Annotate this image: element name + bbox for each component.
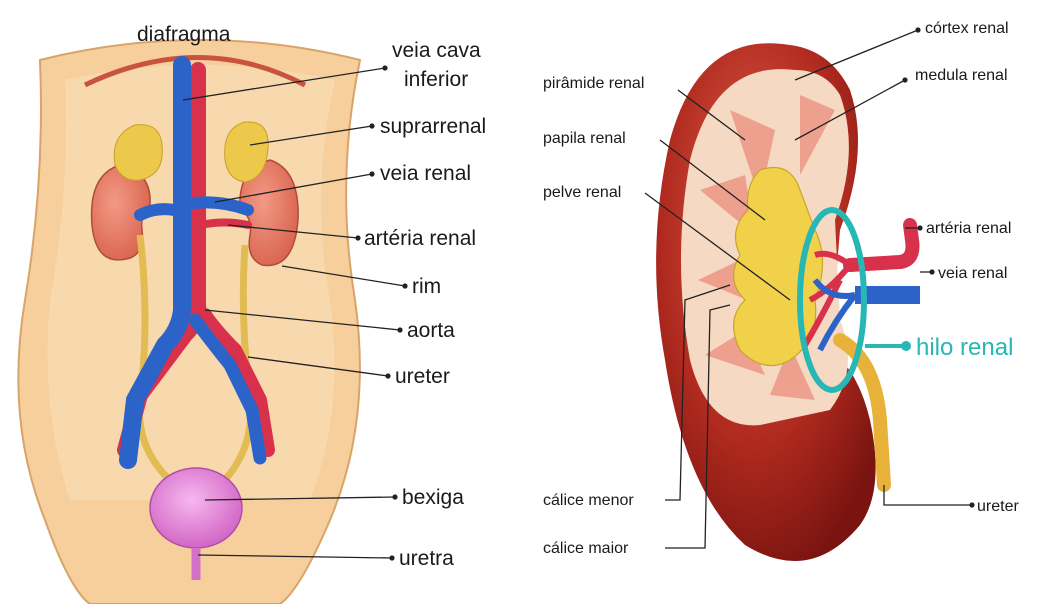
left-renal-vein	[140, 209, 182, 215]
body-illustration	[18, 40, 360, 604]
label-pelve-renal: pelve renal	[543, 184, 621, 201]
label-arteria-renal-right: artéria renal	[926, 220, 1011, 237]
label-calice-menor: cálice menor	[543, 492, 634, 509]
label-uretra: uretra	[399, 547, 454, 570]
label-calice-maior: cálice maior	[543, 540, 629, 557]
hilo-dot	[901, 341, 911, 351]
label-piramide-renal: pirâmide renal	[543, 75, 644, 92]
label-aorta: aorta	[407, 319, 455, 342]
label-diafragma: diafragma	[137, 23, 231, 46]
label-veia-cava-line1: veia cava	[392, 39, 481, 62]
kidney-cross-section	[656, 43, 920, 561]
label-ureter-right: ureter	[977, 498, 1019, 515]
label-hilo-renal: hilo renal	[916, 334, 1013, 361]
label-rim: rim	[412, 275, 441, 298]
right-renal-artery	[200, 223, 248, 226]
label-bexiga: bexiga	[402, 486, 464, 509]
label-veia-renal: veia renal	[380, 162, 471, 185]
label-suprarrenal: suprarrenal	[380, 115, 486, 138]
label-veia-cava-line2: inferior	[404, 68, 468, 91]
label-arteria-renal: artéria renal	[364, 227, 476, 250]
label-papila-renal: papila renal	[543, 130, 626, 147]
label-ureter-left: ureter	[395, 365, 450, 388]
bladder-organ	[150, 468, 242, 548]
label-medula-renal: medula renal	[915, 67, 1008, 84]
label-cortex-renal: córtex renal	[925, 20, 1009, 37]
label-veia-renal-right: veia renal	[938, 265, 1007, 282]
